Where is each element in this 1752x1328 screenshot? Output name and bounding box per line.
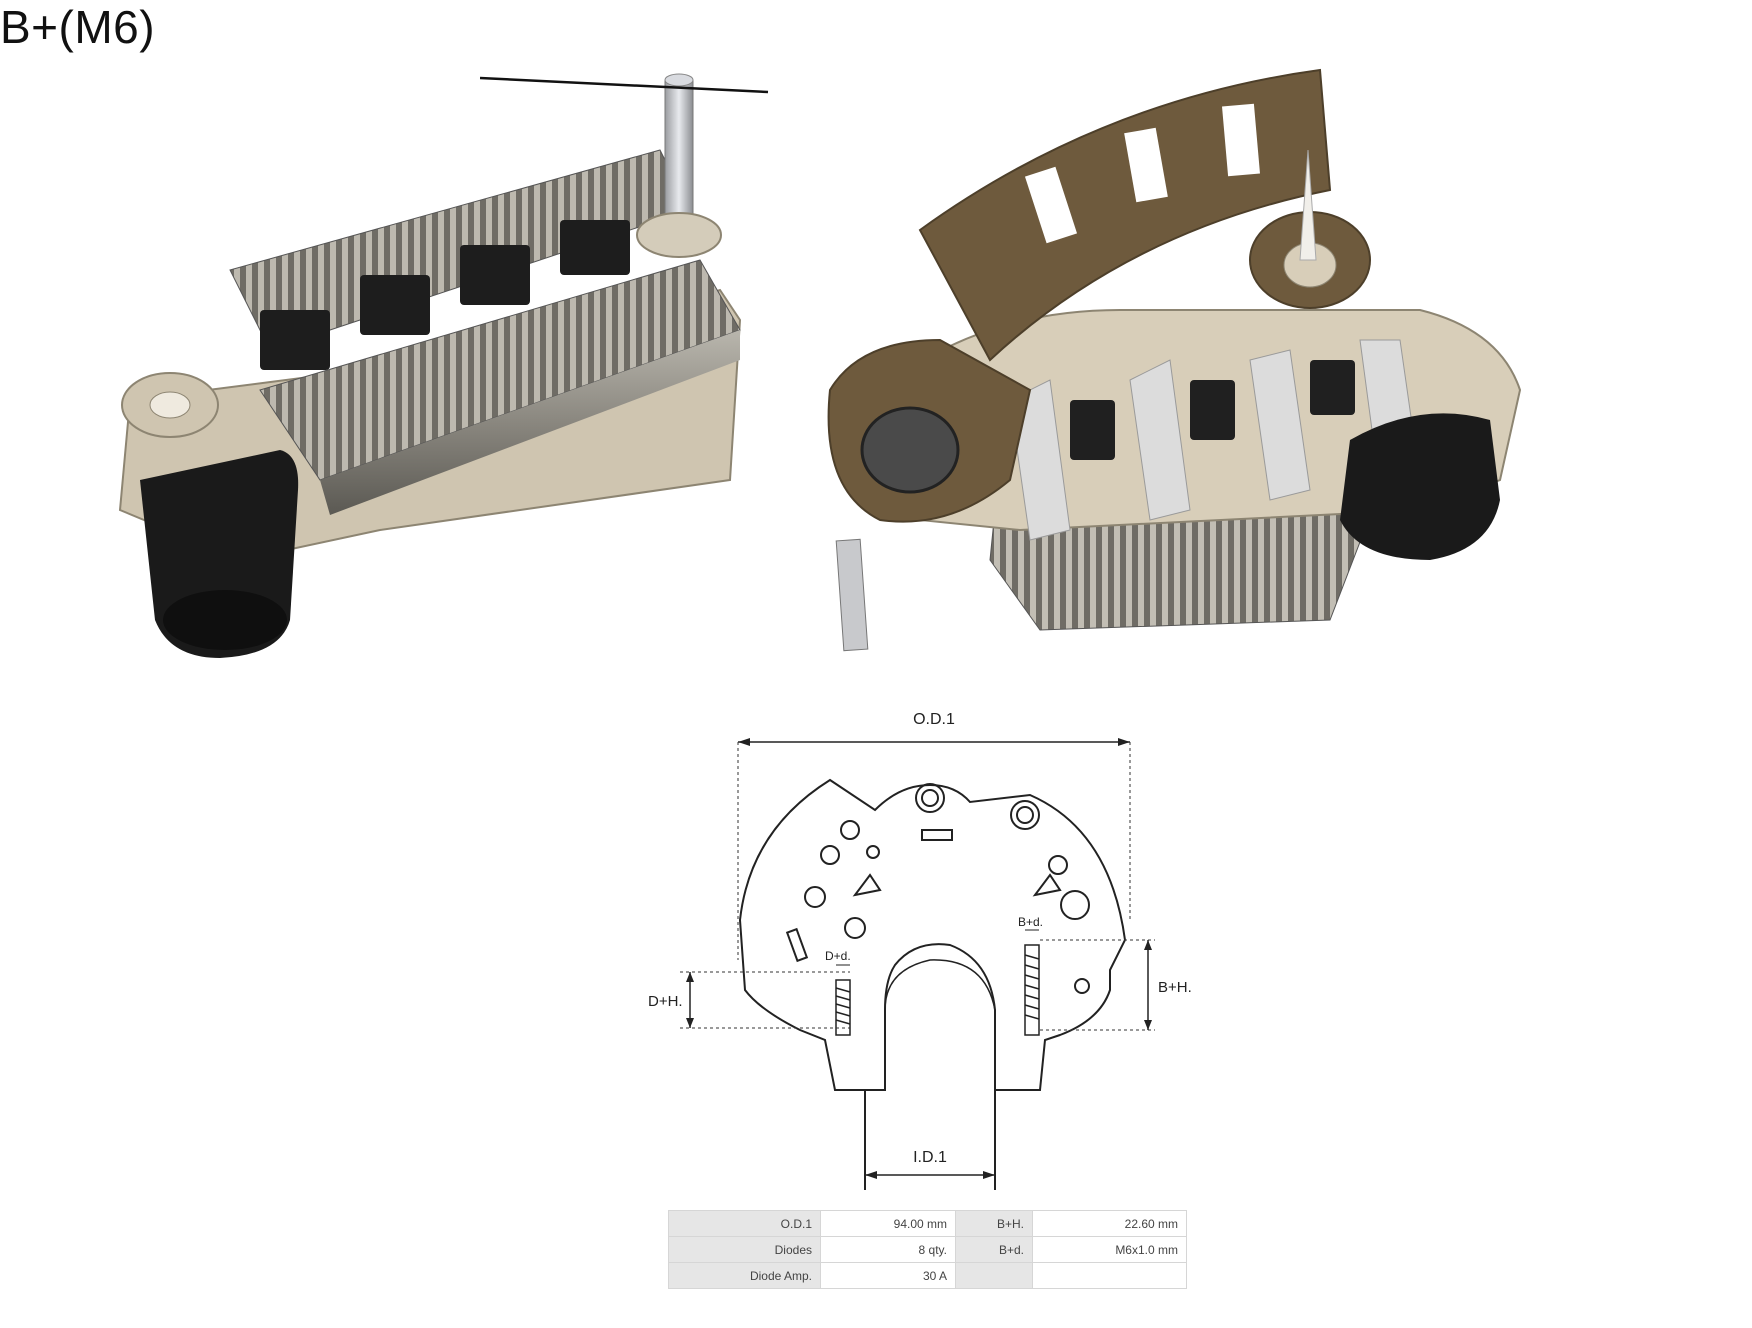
spec-value: M6x1.0 mm — [1032, 1236, 1187, 1263]
id-label: I.D.1 — [913, 1149, 947, 1166]
spec-label: O.D.1 — [668, 1210, 821, 1237]
table-row: Diodes 8 qty. B+d. M6x1.0 mm — [668, 1236, 1187, 1263]
spec-value: 30 A — [820, 1262, 956, 1289]
spec-label: B+d. — [955, 1236, 1033, 1263]
rectifier-photo-left — [118, 73, 742, 658]
technical-drawing: O.D.1 D+H. D+d. B+H. — [648, 711, 1192, 1190]
table-row: O.D.1 94.00 mm B+H. 22.60 mm — [668, 1210, 1187, 1237]
spec-value: 22.60 mm — [1032, 1210, 1187, 1237]
spec-table: O.D.1 94.00 mm B+H. 22.60 mm Diodes 8 qt… — [668, 1210, 1187, 1289]
spec-label: B+H. — [955, 1210, 1033, 1237]
spec-label: Diodes — [668, 1236, 821, 1263]
spec-value: 94.00 mm — [820, 1210, 956, 1237]
bh-label: B+H. — [1158, 979, 1192, 996]
dd-label: D+d. — [825, 949, 851, 963]
spec-label: Diode Amp. — [668, 1262, 821, 1289]
dh-label: D+H. — [648, 993, 683, 1010]
spec-value: 8 qty. — [820, 1236, 956, 1263]
callout-leader-line — [480, 76, 769, 94]
b-plus-terminal-label: B+(M6) — [0, 1, 156, 53]
bd-label: B+d. — [1018, 915, 1043, 929]
spec-label — [955, 1262, 1033, 1289]
rectifier-photo-right — [827, 68, 1522, 652]
od-label: O.D.1 — [913, 711, 955, 728]
table-row: Diode Amp. 30 A — [668, 1262, 1187, 1289]
spec-value — [1032, 1262, 1187, 1289]
